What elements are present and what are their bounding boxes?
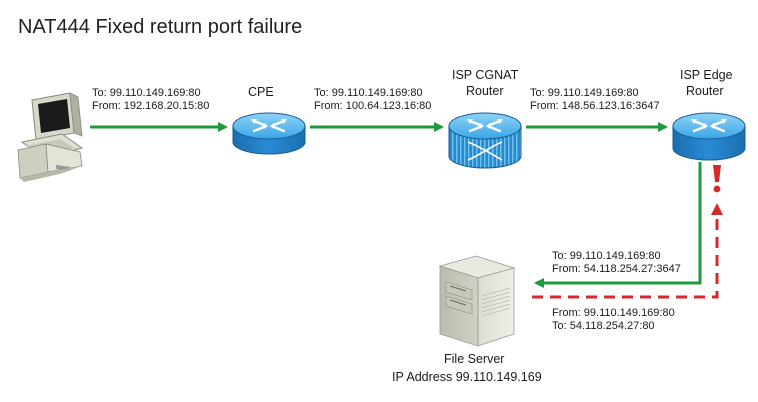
link-pc-cpe-from: From: 192.168.20.15:80 (92, 100, 209, 112)
link-edge-server-from: From: 54.118.254.27:3647 (552, 263, 681, 275)
link-server-edge-return (532, 203, 723, 299)
file-server-icon (438, 255, 516, 347)
link-return-to: To: 54.118.254.27:80 (552, 320, 655, 332)
router-icon (672, 112, 746, 161)
link-cgnat-edge-from: From: 148.56.123.16:3647 (530, 100, 660, 112)
server-label-line2: IP Address 99.110.149.169 (392, 370, 542, 384)
link-edge-server-to: To: 99.110.149.169:80 (552, 250, 661, 262)
edge-label-line2: Router (686, 84, 724, 98)
link-cpe-cgnat-from: From: 100.64.123.16:80 (314, 100, 431, 112)
exclamation-icon (713, 165, 721, 193)
link-edge-server (534, 162, 702, 288)
file-server[interactable] (438, 255, 516, 347)
link-pc-cpe-to: To: 99.110.149.169:80 (92, 87, 201, 99)
page-title: NAT444 Fixed return port failure (18, 16, 302, 38)
server-label-line1: File Server (444, 352, 504, 366)
cgnat-router[interactable] (448, 112, 522, 169)
edge-label-line1: ISP Edge (680, 68, 733, 82)
edge-router[interactable] (672, 112, 746, 161)
link-cpe-cgnat-to: To: 99.110.149.169:80 (314, 87, 423, 99)
link-return-from: From: 99.110.149.169:80 (552, 307, 675, 319)
cpe-label: CPE (248, 85, 274, 99)
router-icon (232, 112, 306, 155)
cgnat-label-line2: Router (466, 84, 504, 98)
link-cgnat-edge-to: To: 99.110.149.169:80 (530, 87, 639, 99)
desktop-computer-icon (17, 92, 84, 182)
nat-router-icon (448, 112, 522, 169)
cpe-router[interactable] (232, 112, 306, 155)
cgnat-label-line1: ISP CGNAT (452, 68, 519, 82)
